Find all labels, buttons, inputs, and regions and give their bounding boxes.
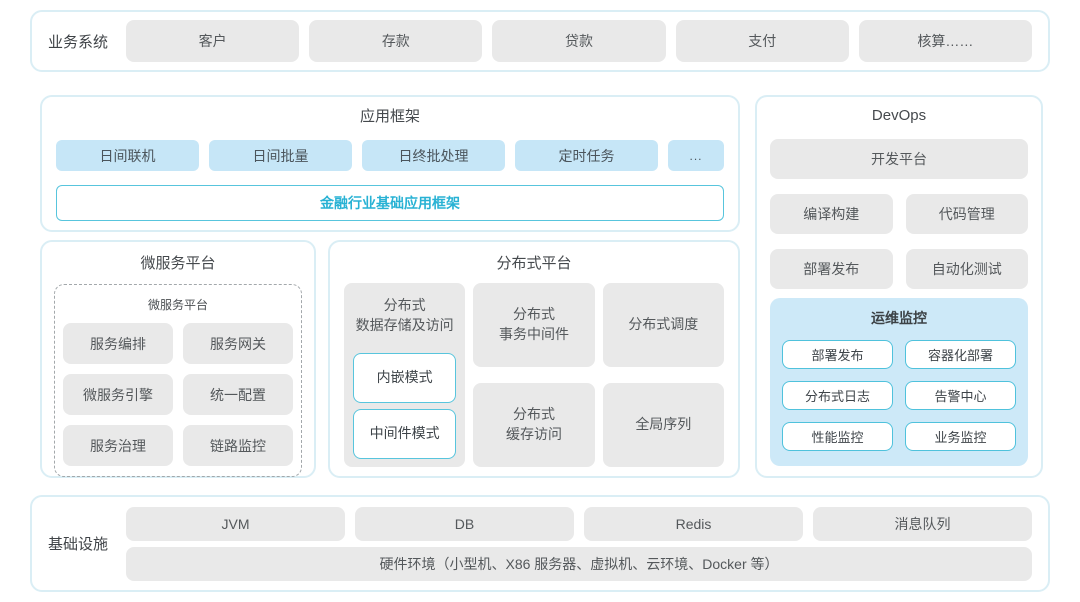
ops-monitoring-title: 运维监控	[871, 310, 927, 326]
microservice-item: 服务治理	[63, 425, 173, 466]
business-systems-list: 客户存款贷款支付核算……	[126, 20, 1033, 62]
distributed-col-right: 分布式调度 全局序列	[602, 283, 724, 467]
ops-monitoring-item: 性能监控	[782, 422, 893, 451]
app-framework-list: 日间联机日间批量日终批处理定时任务...	[42, 140, 738, 171]
automated-testing-card: 自动化测试	[905, 249, 1028, 289]
app-framework-item: 日间联机	[56, 140, 199, 171]
business-system-item: 存款	[309, 20, 483, 62]
distributed-platform-section: 分布式平台 分布式 数据存储及访问 内嵌模式 中间件模式 分布式 事务中间件 分…	[328, 240, 740, 478]
app-framework-title: 应用框架	[359, 108, 420, 125]
middleware-mode-box: 中间件模式	[353, 409, 457, 460]
distributed-col-middle: 分布式 事务中间件 分布式 缓存访问	[473, 283, 595, 467]
infrastructure-section: 基础设施 JVM DB Redis 消息队列 硬件环境（小型机、X86 服务器、虚拟机…	[30, 495, 1050, 592]
hardware-environment-bar: 硬件环境（小型机、X86 服务器、虚拟机、云环境、Docker 等）	[126, 546, 1032, 581]
distributed-platform-body: 分布式 数据存储及访问 内嵌模式 中间件模式 分布式 事务中间件 分布式 缓存访…	[330, 283, 738, 467]
distributed-storage-card: 分布式 数据存储及访问 内嵌模式 中间件模式	[344, 283, 466, 467]
infrastructure-label: 基础设施	[48, 536, 109, 553]
devops-section: DevOps 开发平台 编译构建 代码管理 部署发布 自动化测试 运维监控 部署…	[755, 95, 1043, 478]
distributed-transaction-card: 分布式 事务中间件	[473, 283, 595, 367]
base-framework-bar: 金融行业基础应用框架	[56, 185, 724, 221]
microservice-item: 服务网关	[183, 323, 293, 364]
devops-body: 开发平台 编译构建 代码管理 部署发布 自动化测试 运维监控 部署发布容器化部署…	[757, 139, 1041, 466]
ops-monitoring-panel: 运维监控 部署发布容器化部署分布式日志告警中心性能监控业务监控	[770, 298, 1028, 466]
microservice-item: 微服务引擎	[63, 374, 173, 415]
distributed-scheduling-card: 分布式调度	[602, 283, 724, 367]
infrastructure-item: DB	[355, 506, 575, 541]
business-system-item: 贷款	[492, 20, 666, 62]
microservice-platform-title: 微服务平台	[140, 255, 216, 272]
business-system-item: 支付	[675, 20, 849, 62]
business-system-item: 核算……	[858, 20, 1033, 62]
ops-monitoring-item: 分布式日志	[782, 381, 893, 410]
infrastructure-item: 消息队列	[813, 506, 1033, 541]
devops-row-1: 编译构建 代码管理	[770, 194, 1028, 234]
distributed-cache-card: 分布式 缓存访问	[473, 383, 595, 467]
distributed-storage-label: 分布式 数据存储及访问	[355, 297, 454, 333]
business-system-item: 客户	[126, 20, 300, 62]
microservice-item: 链路监控	[183, 425, 293, 466]
ops-monitoring-list: 部署发布容器化部署分布式日志告警中心性能监控业务监控	[782, 340, 1016, 451]
app-framework-item: 定时任务	[515, 140, 658, 171]
compile-build-card: 编译构建	[770, 194, 893, 234]
devops-row-2: 部署发布 自动化测试	[770, 249, 1028, 289]
ops-monitoring-item: 部署发布	[782, 340, 893, 369]
infrastructure-item: JVM	[126, 506, 346, 541]
dev-platform-card: 开发平台	[770, 139, 1028, 179]
microservice-dashed-box: 微服务平台 服务编排服务网关微服务引擎统一配置服务治理链路监控	[54, 284, 302, 477]
ops-monitoring-item: 业务监控	[905, 422, 1016, 451]
app-framework-item: 日间批量	[209, 140, 352, 171]
microservice-list: 服务编排服务网关微服务引擎统一配置服务治理链路监控	[63, 323, 293, 466]
infrastructure-body: JVM DB Redis 消息队列 硬件环境（小型机、X86 服务器、虚拟机、云环境、…	[126, 506, 1033, 581]
microservice-item: 服务编排	[63, 323, 173, 364]
microservice-inner-title: 微服务平台	[147, 298, 208, 312]
app-framework-item: ...	[668, 140, 724, 171]
code-management-card: 代码管理	[905, 194, 1028, 234]
microservice-platform-section: 微服务平台 微服务平台 服务编排服务网关微服务引擎统一配置服务治理链路监控	[40, 240, 316, 478]
infrastructure-list: JVM DB Redis 消息队列	[126, 506, 1033, 541]
app-framework-item: 日终批处理	[362, 140, 505, 171]
microservice-item: 统一配置	[183, 374, 293, 415]
devops-title: DevOps	[871, 107, 927, 124]
embedded-mode-box: 内嵌模式	[353, 353, 457, 404]
ops-monitoring-item: 告警中心	[905, 381, 1016, 410]
business-systems-section: 业务系统 客户存款贷款支付核算……	[30, 10, 1050, 72]
infrastructure-item: Redis	[584, 506, 804, 541]
app-framework-section: 应用框架 日间联机日间批量日终批处理定时任务... 金融行业基础应用框架	[40, 95, 740, 232]
distributed-col-storage: 分布式 数据存储及访问 内嵌模式 中间件模式	[344, 283, 466, 467]
distributed-platform-title: 分布式平台	[496, 255, 572, 272]
ops-monitoring-item: 容器化部署	[905, 340, 1016, 369]
business-systems-label: 业务系统	[48, 33, 109, 51]
global-sequence-card: 全局序列	[602, 383, 724, 467]
deploy-release-card: 部署发布	[770, 249, 893, 289]
